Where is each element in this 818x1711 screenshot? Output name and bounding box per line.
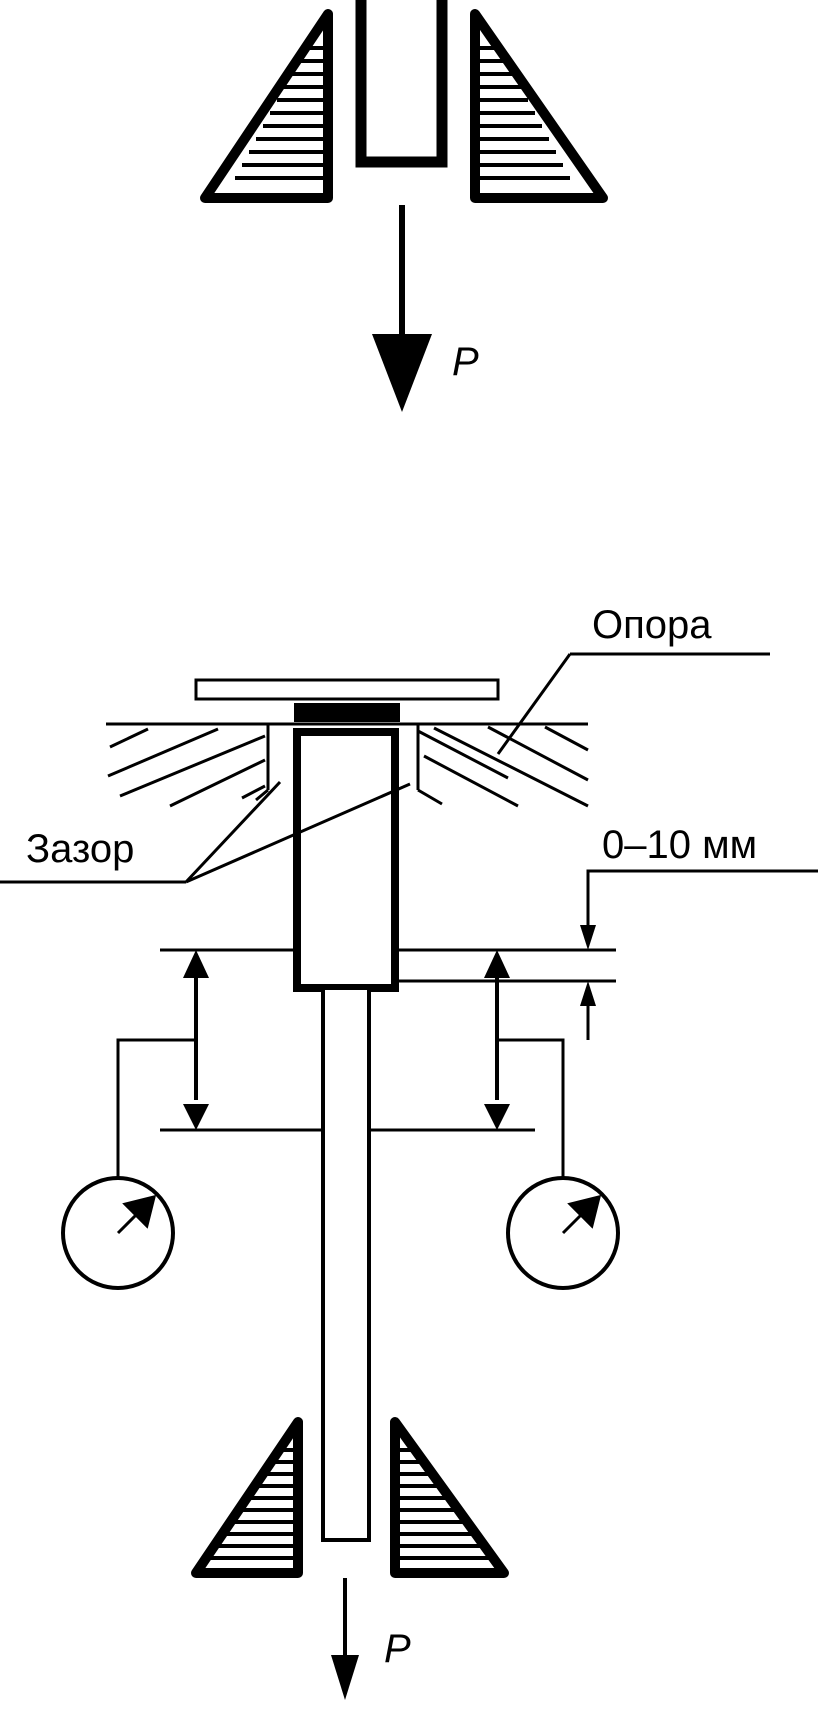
measurement-lines (160, 948, 616, 1132)
specimen-head (293, 728, 399, 992)
gap-label: Зазор (26, 827, 134, 871)
head-spacer (294, 703, 400, 722)
top-left-wedge-grip (200, 9, 333, 203)
right-dial-gauge (497, 1038, 620, 1290)
support-right (416, 724, 589, 808)
top-specimen (355, 0, 448, 168)
support-left (107, 724, 270, 808)
top-load-arrow (372, 205, 432, 412)
bottom-left-wedge-grip (191, 1417, 303, 1578)
left-displacement-arrow (183, 950, 209, 1130)
bottom-force-label: P (384, 1627, 411, 1671)
top-plate (194, 678, 500, 701)
bottom-load-arrow (331, 1578, 359, 1700)
left-dial-gauge (61, 1038, 196, 1290)
support-callout (496, 652, 770, 755)
gap-dimension (580, 869, 818, 1040)
bottom-figure: 0–10 мм Опора Зазор (0, 603, 818, 1700)
bottom-right-wedge-grip (390, 1417, 509, 1578)
dimension-label: 0–10 мм (602, 823, 757, 867)
specimen-rod (321, 986, 371, 1542)
top-figure: P (200, 0, 608, 412)
right-displacement-arrow (484, 950, 510, 1130)
top-force-label: P (452, 340, 479, 384)
gap-callout (0, 780, 411, 884)
top-right-wedge-grip (470, 9, 608, 203)
support-label: Опора (592, 603, 712, 647)
